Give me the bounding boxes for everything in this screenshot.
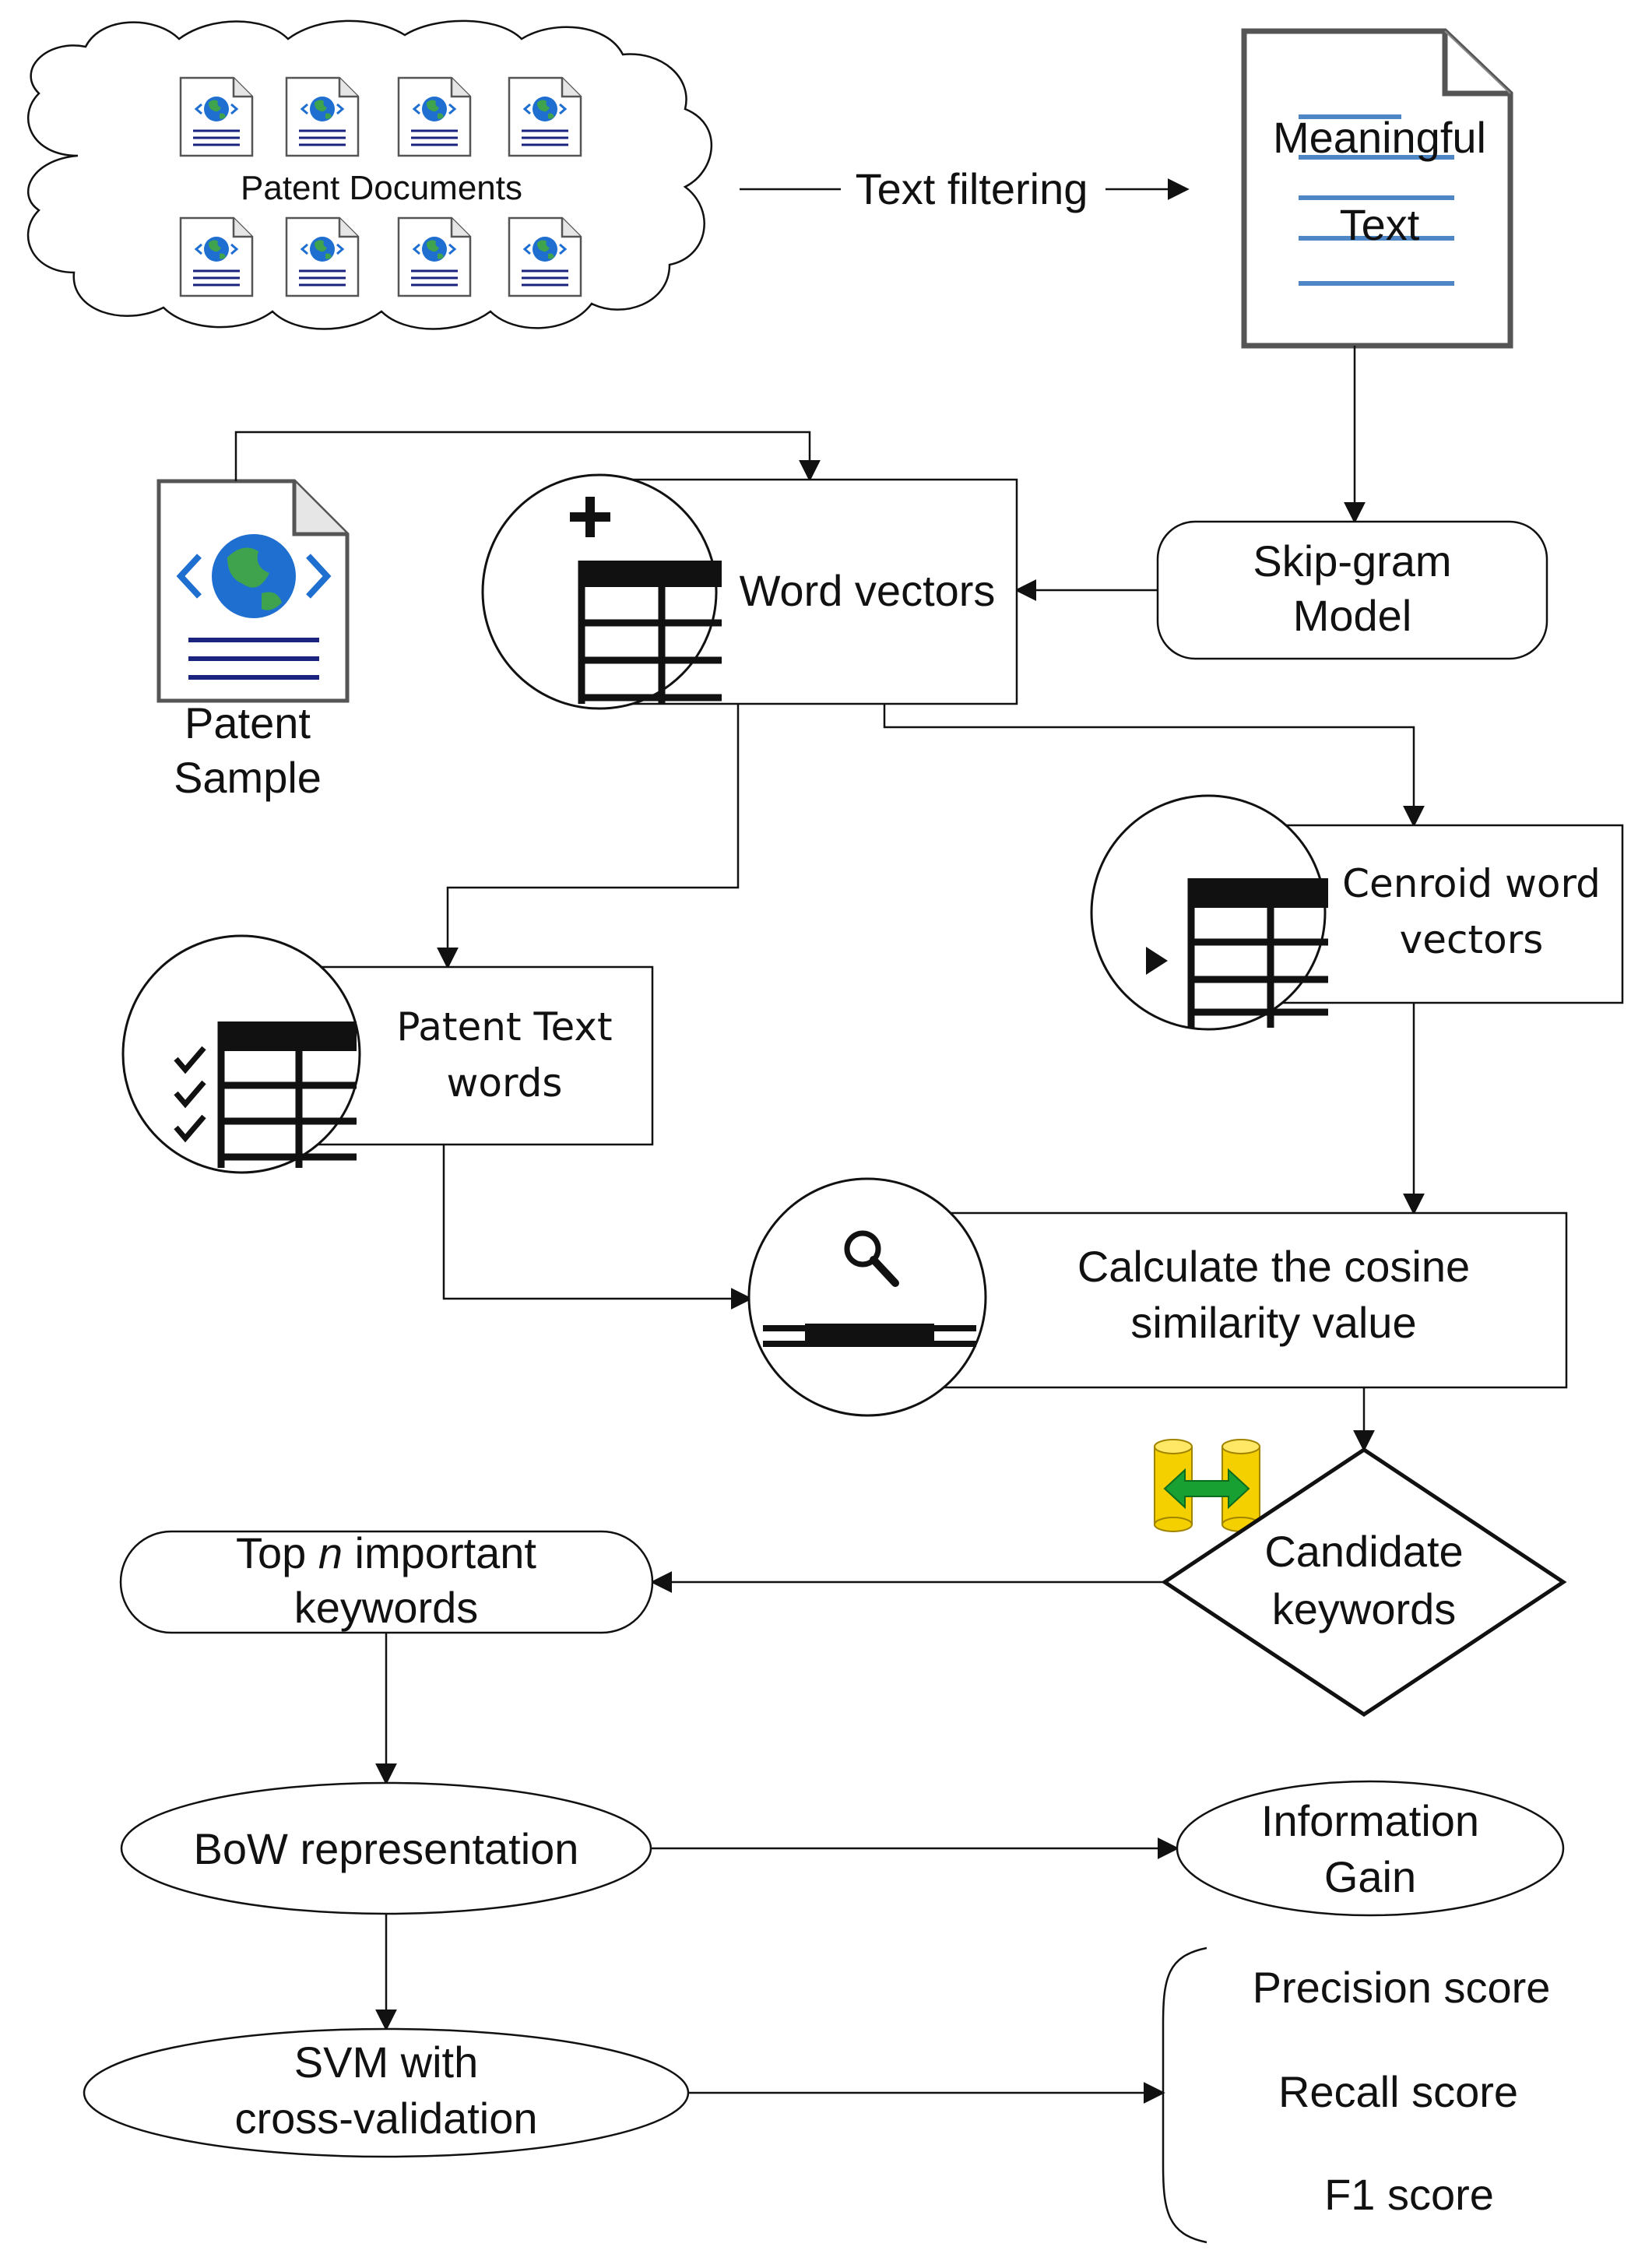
recall-score-label: Recall score — [1278, 2067, 1518, 2116]
word-vectors-label: Word vectors — [740, 566, 996, 615]
top-n-keywords-node: Top n important keywords — [119, 1528, 654, 1634]
f1-score-label: F1 score — [1324, 2170, 1494, 2219]
cosine-similarity-node: Calculate the cosine similarity value — [747, 1177, 1568, 1417]
text-lines — [1299, 114, 1454, 286]
cosine-line2: similarity value — [1130, 1298, 1416, 1347]
text-filtering-connector: Text filtering — [740, 164, 1190, 213]
bar-icon — [763, 1324, 976, 1347]
bow-representation-node: BoW representation — [120, 1781, 652, 1915]
table-add-icon — [570, 497, 722, 704]
infogain-line1: Information — [1261, 1796, 1479, 1845]
information-gain-node: Information Gain — [1176, 1780, 1565, 1917]
candidate-line1: Candidate — [1264, 1527, 1463, 1576]
connector-patenttext-to-cosine — [442, 1145, 753, 1310]
candidate-keywords-node: Candidate keywords — [1161, 1447, 1567, 1718]
magnifier-icon — [844, 1230, 899, 1287]
bow-label: BoW representation — [194, 1824, 579, 1873]
connector-wordvectors-to-centroid — [883, 704, 1425, 828]
text-filtering-label: Text filtering — [856, 164, 1088, 213]
database-sync-icon — [1154, 1439, 1260, 1532]
patent-sample-line2: Sample — [174, 753, 322, 802]
svm-line2: cross-validation — [234, 2094, 537, 2143]
scores-group: Precision score Recall score F1 score — [1162, 1946, 1551, 2244]
patent-documents-label: Patent Documents — [241, 169, 522, 207]
meaningful-text-line2: Text — [1340, 200, 1420, 249]
patent-text-words-node: Patent Text words — [121, 934, 654, 1174]
patent-sample-node: Patent Sample — [156, 479, 350, 802]
table-check-icon — [174, 1021, 357, 1168]
scores-brace — [1162, 1946, 1207, 2244]
skip-gram-model-node: Skip-gram Model — [1156, 520, 1548, 660]
top-n-italic: n — [318, 1528, 343, 1577]
precision-score-label: Precision score — [1253, 1963, 1551, 2012]
patent-text-words-line2: words — [447, 1060, 563, 1106]
top-n-post: important — [343, 1528, 536, 1577]
svm-node: SVM with cross-validation — [83, 2027, 690, 2158]
patent-text-words-line1: Patent Text — [396, 1004, 612, 1050]
centroid-word-vectors-node: Cenroid word vectors — [1090, 794, 1624, 1031]
word-vectors-node: Word vectors — [481, 473, 1018, 710]
svm-line1: SVM with — [294, 2038, 479, 2087]
connector-sample-to-wordvectors — [234, 431, 821, 482]
skip-gram-line1: Skip-gram — [1253, 536, 1451, 585]
connector-wordvectors-to-patenttext — [437, 704, 740, 969]
patent-documents-cloud: Patent Documents — [26, 19, 713, 330]
centroid-line2: vectors — [1400, 917, 1544, 962]
top-n-line1: Top n important — [236, 1528, 536, 1577]
patent-sample-line1: Patent — [185, 698, 311, 747]
cosine-line1: Calculate the cosine — [1077, 1242, 1470, 1291]
meaningful-text-line1: Meaningful — [1273, 113, 1486, 162]
meaningful-text-document: Meaningful Text — [1241, 28, 1513, 349]
table-arrow-icon — [1146, 878, 1328, 1028]
top-n-pre: Top — [236, 1528, 318, 1577]
centroid-line1: Cenroid word — [1342, 861, 1601, 906]
top-n-line2: keywords — [294, 1583, 479, 1632]
skip-gram-line2: Model — [1293, 591, 1412, 640]
infogain-line2: Gain — [1324, 1852, 1416, 1901]
candidate-line2: keywords — [1272, 1584, 1457, 1633]
